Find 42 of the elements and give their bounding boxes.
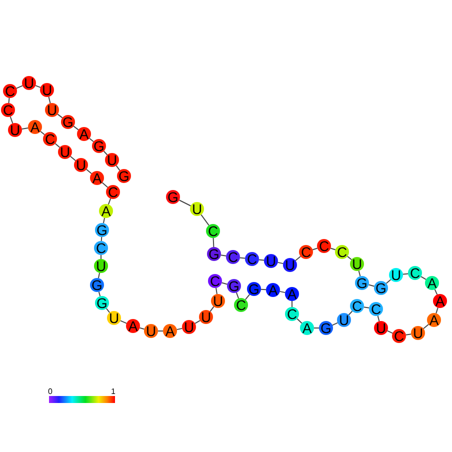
scale-tick-label: 1 <box>111 388 116 396</box>
backbone-line <box>102 182 108 188</box>
backbone-line <box>8 97 10 104</box>
backbone-line <box>312 248 318 250</box>
backbone-line <box>386 330 394 334</box>
backbone-line <box>258 259 265 261</box>
backbone-line <box>330 248 336 250</box>
backbone-line <box>405 334 412 336</box>
backbone-line <box>54 143 60 148</box>
backbone-line <box>363 306 370 308</box>
backbone-line <box>279 290 286 294</box>
backbone-line <box>57 114 63 118</box>
backbone-line <box>73 126 79 130</box>
backbone-line <box>16 85 24 89</box>
backbone-line <box>239 257 246 259</box>
backbone-line <box>332 322 338 326</box>
backbone-line <box>402 273 409 275</box>
backbone-line <box>158 330 164 332</box>
backbone-line <box>116 165 120 171</box>
backbone-line <box>100 236 102 242</box>
backbone-line <box>178 200 192 206</box>
backbone-line <box>48 96 51 104</box>
backbone-line <box>98 272 100 279</box>
backbone-line <box>102 217 106 224</box>
backbone-line <box>100 254 102 260</box>
backbone-line <box>103 150 108 156</box>
backbone-line <box>216 287 218 295</box>
backbone-line <box>348 310 353 316</box>
backbone-line <box>212 238 214 248</box>
backbone-line <box>386 279 392 284</box>
scale-tick-label: 0 <box>48 388 52 396</box>
backbone-line <box>277 262 284 264</box>
backbone-line <box>260 288 266 290</box>
backbone-line <box>436 307 438 314</box>
backbone-line <box>10 116 14 124</box>
backbone-line <box>200 214 210 226</box>
backbone-line <box>420 276 426 280</box>
backbone-line <box>220 254 227 256</box>
backbone-line <box>296 318 302 324</box>
backbone-line <box>176 328 183 330</box>
backbone-line <box>21 128 29 130</box>
backbone-line <box>120 320 128 324</box>
